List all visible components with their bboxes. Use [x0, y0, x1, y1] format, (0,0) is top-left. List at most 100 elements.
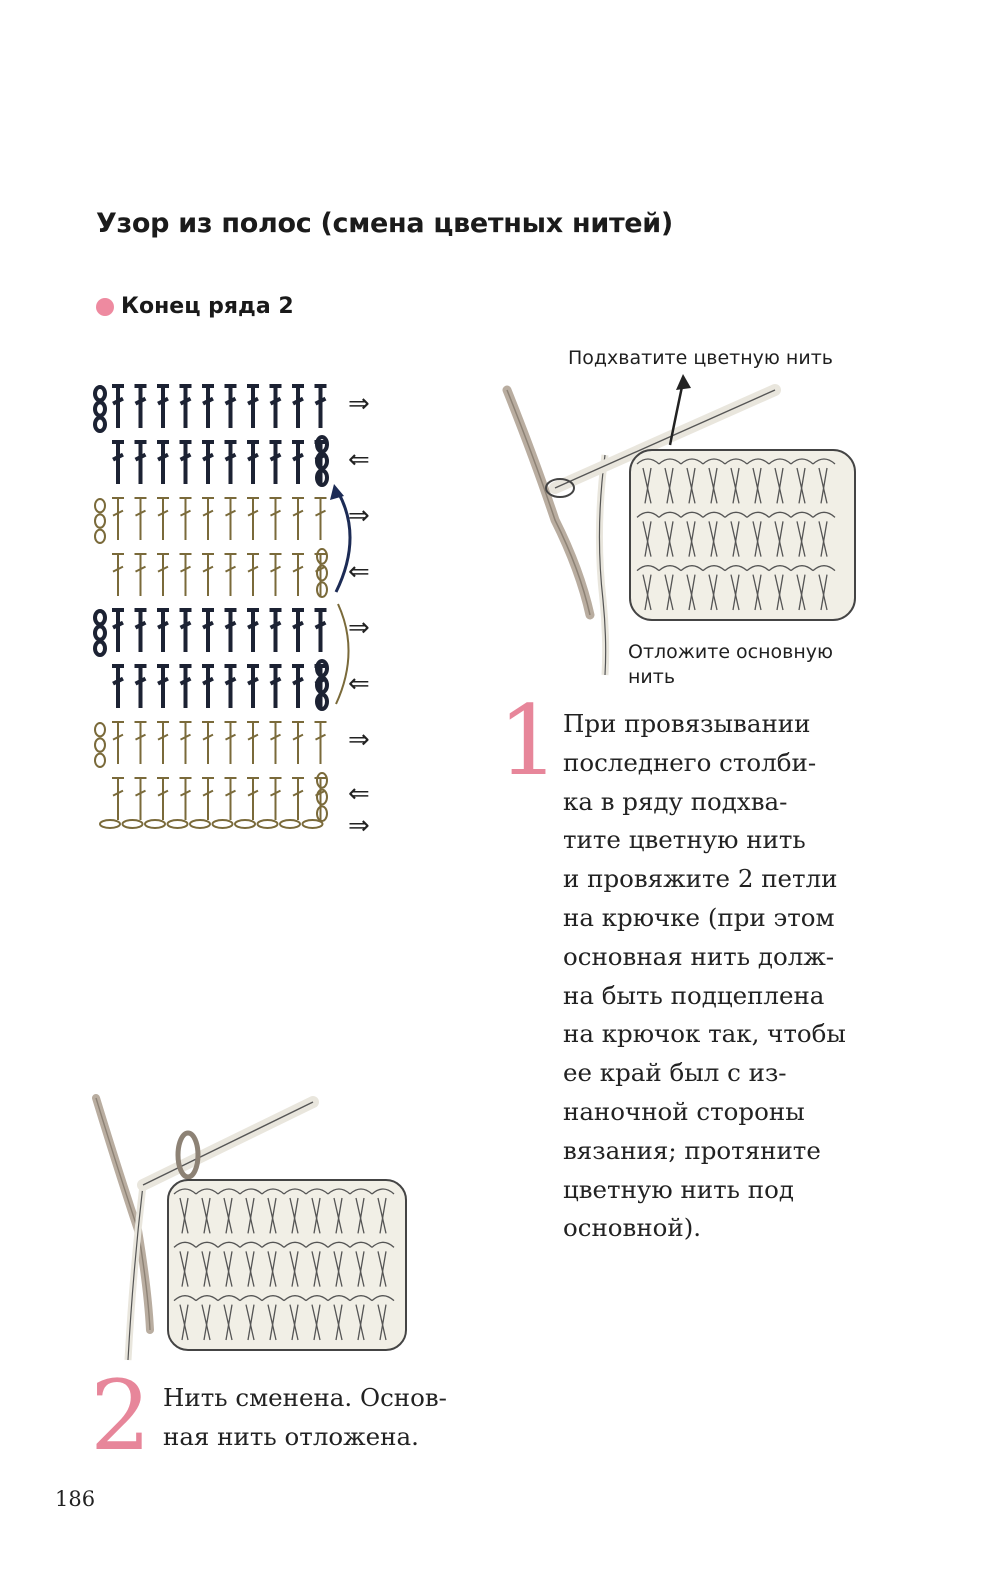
- chain-stitch-symbol: [316, 564, 328, 582]
- row-direction-arrow: ⇐: [348, 779, 370, 809]
- double-crochet-symbol: [202, 608, 214, 652]
- foundation-chain-symbol: [99, 819, 121, 829]
- row-direction-arrow: ⇒: [348, 389, 370, 419]
- double-crochet-symbol: [179, 721, 192, 764]
- double-crochet-symbol: [157, 384, 169, 428]
- page-number: 186: [55, 1487, 96, 1511]
- double-crochet-symbol: [314, 384, 327, 428]
- row-direction-arrow: ⇒: [348, 725, 370, 755]
- chain-stitch-symbol: [316, 772, 328, 789]
- double-crochet-symbol: [179, 497, 192, 540]
- double-crochet-symbol: [112, 777, 124, 820]
- crochet-stitch-chart: [93, 384, 352, 829]
- double-crochet-symbol: [247, 553, 259, 596]
- double-crochet-symbol: [224, 608, 237, 652]
- double-crochet-symbol: [292, 608, 304, 652]
- double-crochet-symbol: [179, 384, 192, 428]
- double-crochet-symbol: [269, 664, 282, 708]
- chain-stitch-symbol: [94, 513, 106, 529]
- double-crochet-symbol: [292, 497, 304, 540]
- double-crochet-symbol: [202, 440, 214, 484]
- double-crochet-symbol: [179, 608, 192, 652]
- double-crochet-symbol: [269, 497, 282, 540]
- foundation-chain-symbol: [189, 819, 211, 829]
- double-crochet-symbol: [157, 721, 169, 764]
- yarn-carry-arrow: [334, 491, 352, 593]
- chain-stitch-symbol: [94, 752, 106, 769]
- chain-stitch-symbol: [315, 435, 329, 454]
- double-crochet-symbol: [269, 721, 282, 764]
- chain-stitch-symbol: [316, 805, 328, 822]
- chain-stitch-symbol: [93, 624, 107, 642]
- double-crochet-symbol: [202, 553, 214, 596]
- chain-stitch-symbol: [315, 692, 329, 711]
- double-crochet-symbol: [224, 384, 237, 428]
- double-crochet-symbol: [224, 777, 237, 820]
- double-crochet-symbol: [157, 497, 169, 540]
- chain-stitch-symbol: [316, 788, 328, 806]
- step1-illustration: [502, 374, 856, 676]
- yarn-carry-arrowhead: [330, 484, 344, 500]
- chain-stitch-symbol: [94, 528, 106, 544]
- double-crochet-symbol: [247, 497, 259, 540]
- double-crochet-symbol: [112, 497, 124, 540]
- chain-stitch-symbol: [94, 722, 106, 738]
- double-crochet-symbol: [157, 440, 169, 484]
- double-crochet-symbol: [224, 721, 237, 764]
- double-crochet-symbol: [157, 777, 169, 820]
- double-crochet-symbol: [247, 777, 259, 820]
- step1-number: 1: [498, 685, 560, 797]
- double-crochet-symbol: [179, 664, 192, 708]
- yarn-carry-arrow: [335, 603, 350, 705]
- double-crochet-symbol: [314, 608, 327, 652]
- double-crochet-symbol: [269, 553, 282, 596]
- chain-stitch-symbol: [94, 498, 106, 514]
- double-crochet-symbol: [112, 608, 124, 652]
- chain-stitch-symbol: [93, 639, 107, 658]
- page-title: Узор из полос (смена цветных нитей): [96, 208, 673, 239]
- row-direction-arrow: ⇐: [348, 445, 370, 475]
- double-crochet-symbol: [292, 384, 304, 428]
- double-crochet-symbol: [179, 553, 192, 596]
- chain-stitch-symbol: [93, 609, 107, 627]
- chain-stitch-symbol: [93, 385, 107, 403]
- double-crochet-symbol: [202, 497, 214, 540]
- double-crochet-symbol: [224, 664, 237, 708]
- step1-label-top: Подхватите цветную нить: [568, 347, 833, 369]
- chain-stitch-symbol: [93, 400, 107, 418]
- chain-stitch-symbol: [93, 415, 107, 433]
- double-crochet-symbol: [314, 497, 327, 540]
- double-crochet-symbol: [157, 608, 169, 652]
- double-crochet-symbol: [202, 777, 214, 820]
- double-crochet-symbol: [202, 664, 214, 708]
- double-crochet-symbol: [269, 440, 282, 484]
- double-crochet-symbol: [179, 777, 192, 820]
- double-crochet-symbol: [134, 497, 147, 540]
- double-crochet-symbol: [134, 608, 147, 652]
- double-crochet-symbol: [134, 721, 147, 764]
- foundation-chain-symbol: [301, 819, 324, 829]
- double-crochet-symbol: [292, 664, 304, 708]
- double-crochet-symbol: [134, 384, 147, 428]
- subtitle-text: Конец ряда 2: [121, 294, 294, 319]
- row-direction-arrow: ⇒: [348, 811, 370, 841]
- foundation-chain-symbol: [144, 819, 166, 829]
- step1-label-bottom: Отложите основную нить: [628, 641, 834, 688]
- foundation-chain-symbol: [121, 819, 144, 829]
- double-crochet-symbol: [112, 440, 124, 484]
- double-crochet-symbol: [157, 553, 169, 596]
- foundation-chain-symbol: [234, 819, 256, 829]
- chain-stitch-symbol: [94, 737, 106, 753]
- double-crochet-symbol: [157, 664, 169, 708]
- row-direction-arrow: ⇐: [348, 669, 370, 699]
- double-crochet-symbol: [134, 777, 147, 820]
- double-crochet-symbol: [269, 777, 282, 820]
- double-crochet-symbol: [224, 440, 237, 484]
- chain-stitch-symbol: [316, 581, 328, 599]
- double-crochet-symbol: [292, 440, 304, 484]
- double-crochet-symbol: [134, 440, 147, 484]
- step2-number: 2: [90, 1360, 152, 1472]
- foundation-chain-symbol: [166, 819, 189, 829]
- chain-stitch-symbol: [315, 468, 329, 487]
- double-crochet-symbol: [202, 721, 214, 764]
